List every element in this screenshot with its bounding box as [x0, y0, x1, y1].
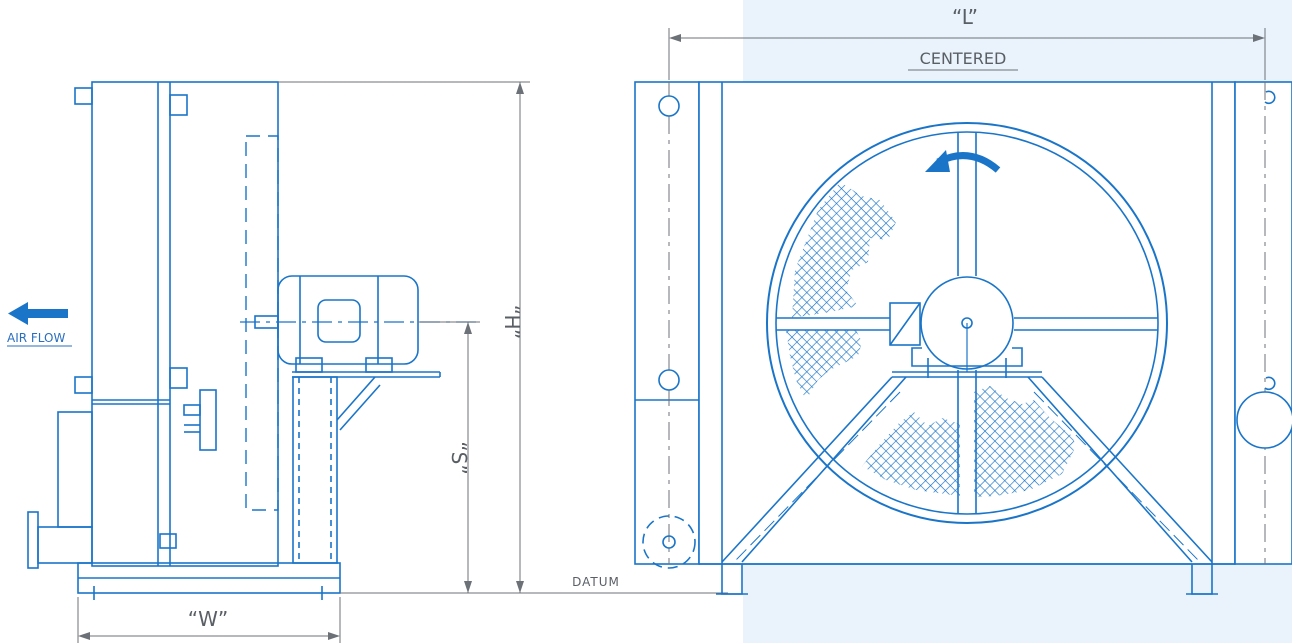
arrow-left-icon	[8, 302, 68, 325]
dimension-h-label: “H”	[500, 305, 524, 340]
dimension-arrowheads	[78, 34, 1265, 640]
dimension-lines	[77, 28, 1266, 643]
dimension-w-label: “W”	[188, 607, 229, 631]
dimension-s-label: “S”	[447, 441, 471, 474]
air-flow-label: AIR FLOW	[7, 331, 66, 345]
side-view	[27, 81, 476, 600]
datum-label: DATUM	[572, 575, 620, 589]
centered-label: CENTERED	[920, 49, 1007, 68]
fan-structure	[716, 132, 1218, 595]
curved-arrow-icon	[925, 150, 1001, 173]
dimension-l-label: “L”	[952, 5, 978, 29]
mesh-screen	[786, 182, 1076, 497]
